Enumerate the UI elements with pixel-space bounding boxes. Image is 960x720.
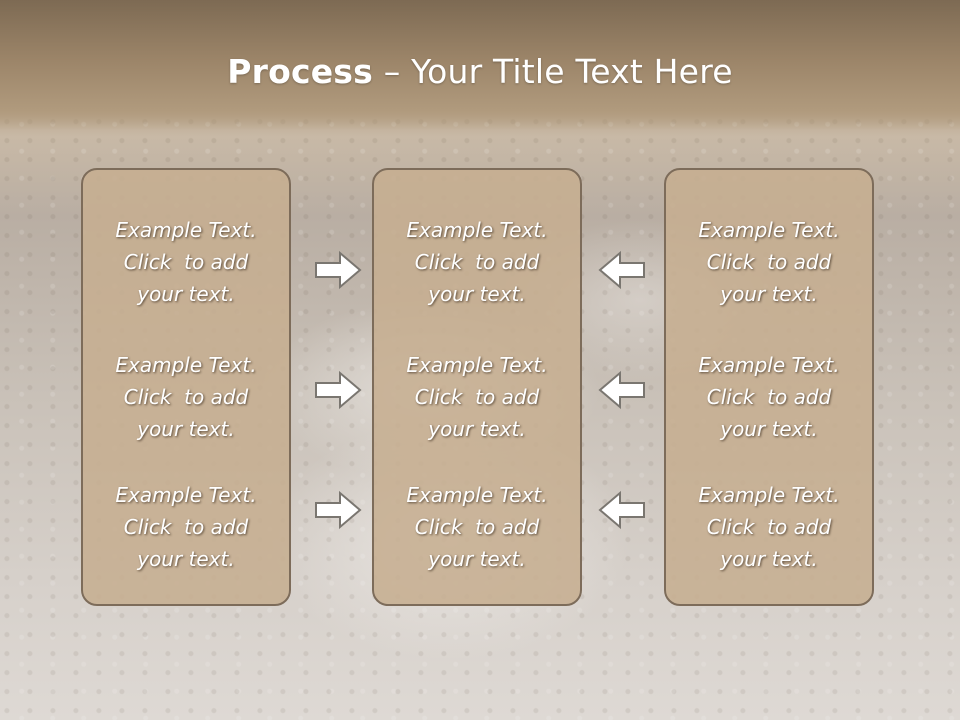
- text-placeholder[interactable]: Example Text. Click to add your text.: [666, 214, 872, 310]
- title-bold: Process: [227, 52, 373, 91]
- text-line: your text.: [720, 547, 818, 571]
- text-line: Click to add: [706, 385, 832, 409]
- process-box-right: Example Text. Click to add your text. Ex…: [664, 168, 874, 606]
- title-text: Your Title Text Here: [411, 52, 733, 91]
- text-line: your text.: [137, 547, 235, 571]
- text-line: Click to add: [706, 515, 832, 539]
- text-placeholder[interactable]: Example Text. Click to add your text.: [374, 214, 580, 310]
- arrow-left-icon[interactable]: [598, 490, 646, 530]
- text-placeholder[interactable]: Example Text. Click to add your text.: [374, 479, 580, 575]
- text-line: Example Text.: [406, 483, 548, 507]
- slide-title[interactable]: Process – Your Title Text Here: [0, 52, 960, 91]
- text-placeholder[interactable]: Example Text. Click to add your text.: [374, 349, 580, 445]
- process-box-center: Example Text. Click to add your text. Ex…: [372, 168, 582, 606]
- text-line: Click to add: [123, 385, 249, 409]
- text-placeholder[interactable]: Example Text. Click to add your text.: [83, 214, 289, 310]
- text-line: Example Text.: [698, 353, 840, 377]
- text-line: Click to add: [414, 385, 540, 409]
- arrow-right-icon[interactable]: [314, 370, 362, 410]
- text-line: Example Text.: [115, 218, 257, 242]
- text-line: Example Text.: [115, 483, 257, 507]
- arrow-left-icon[interactable]: [598, 250, 646, 290]
- text-line: Example Text.: [115, 353, 257, 377]
- title-separator: –: [373, 52, 412, 91]
- arrow-right-icon[interactable]: [314, 250, 362, 290]
- text-line: your text.: [428, 282, 526, 306]
- text-line: Click to add: [414, 515, 540, 539]
- text-line: Example Text.: [698, 483, 840, 507]
- text-line: Click to add: [123, 250, 249, 274]
- text-line: Example Text.: [698, 218, 840, 242]
- text-line: your text.: [428, 417, 526, 441]
- text-line: your text.: [428, 547, 526, 571]
- text-line: your text.: [720, 417, 818, 441]
- text-placeholder[interactable]: Example Text. Click to add your text.: [83, 479, 289, 575]
- text-line: Click to add: [414, 250, 540, 274]
- text-line: Click to add: [706, 250, 832, 274]
- text-placeholder[interactable]: Example Text. Click to add your text.: [666, 479, 872, 575]
- text-line: your text.: [137, 282, 235, 306]
- text-line: Example Text.: [406, 353, 548, 377]
- arrow-right-icon[interactable]: [314, 490, 362, 530]
- text-line: your text.: [137, 417, 235, 441]
- text-line: your text.: [720, 282, 818, 306]
- process-box-left: Example Text. Click to add your text. Ex…: [81, 168, 291, 606]
- text-placeholder[interactable]: Example Text. Click to add your text.: [666, 349, 872, 445]
- title-band: [0, 0, 960, 130]
- text-placeholder[interactable]: Example Text. Click to add your text.: [83, 349, 289, 445]
- arrow-left-icon[interactable]: [598, 370, 646, 410]
- text-line: Click to add: [123, 515, 249, 539]
- text-line: Example Text.: [406, 218, 548, 242]
